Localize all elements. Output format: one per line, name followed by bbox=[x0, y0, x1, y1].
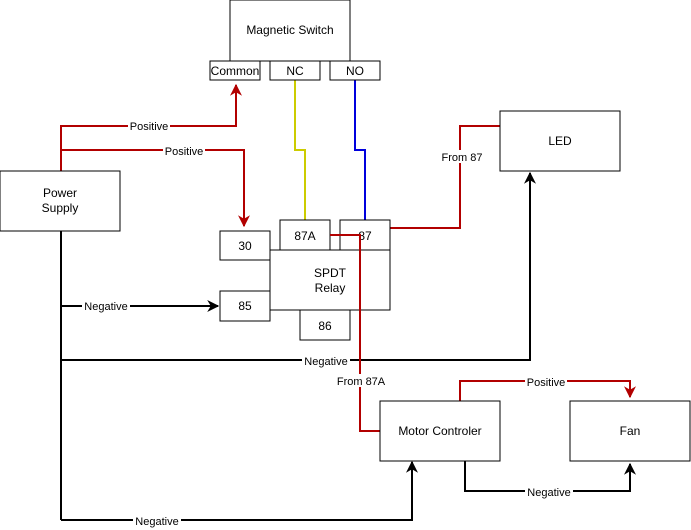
wire-nc-to-87a bbox=[294, 80, 306, 220]
relay-box bbox=[269, 249, 391, 311]
power-supply-box bbox=[0, 170, 121, 232]
pin-30-box bbox=[219, 230, 271, 261]
nc-label: NC bbox=[286, 64, 304, 78]
pin-87a-label: 87A bbox=[294, 229, 315, 243]
pin-30-label: 30 bbox=[238, 239, 252, 253]
no-terminal bbox=[329, 60, 381, 81]
edge-label-positive-common: Positive bbox=[130, 121, 169, 133]
wire-no-to-87 bbox=[354, 80, 366, 220]
relay-label-line2: Relay bbox=[315, 281, 346, 295]
pin-85-box bbox=[219, 290, 271, 322]
pin-87a-box bbox=[279, 219, 331, 251]
edge-label-positive-fan: Positive bbox=[527, 377, 566, 389]
motor-controller-box bbox=[379, 400, 501, 462]
edge-label-from-87a: From 87A bbox=[337, 376, 386, 388]
fan-label: Fan bbox=[620, 424, 641, 438]
magnetic-switch-label: Magnetic Switch bbox=[246, 23, 333, 37]
edge-label-from-87: From 87 bbox=[442, 152, 483, 164]
motor-controller-label: Motor Controler bbox=[398, 424, 481, 438]
pin-86-box bbox=[299, 309, 351, 341]
pin-85-label: 85 bbox=[238, 299, 252, 313]
common-label: Common bbox=[211, 64, 260, 78]
led-box bbox=[499, 110, 621, 172]
power-supply-label-line2: Supply bbox=[42, 201, 79, 215]
common-terminal bbox=[209, 60, 261, 81]
wire-negative-to-motor bbox=[61, 460, 418, 521]
wire-positive-to-30 bbox=[61, 149, 250, 228]
pin-87-label: 87 bbox=[358, 229, 372, 243]
wire-87a-crossing bbox=[330, 234, 361, 340]
relay-label-line1: SPDT bbox=[314, 266, 347, 280]
edge-label-negative-fan: Negative bbox=[527, 487, 570, 499]
nc-terminal bbox=[269, 60, 321, 81]
edge-label-negative-led: Negative bbox=[304, 356, 347, 368]
wire-negative-to-led bbox=[61, 171, 536, 361]
edge-label-negative-motor: Negative bbox=[135, 516, 178, 528]
pin-86-label: 86 bbox=[318, 319, 332, 333]
power-supply-label-line1: Power bbox=[43, 186, 77, 200]
wire-87-to-led bbox=[390, 125, 500, 229]
magnetic-switch-box bbox=[229, 0, 351, 62]
led-label: LED bbox=[548, 134, 572, 148]
edge-label-negative-85: Negative bbox=[84, 301, 127, 313]
fan-box bbox=[569, 400, 691, 462]
no-label: NO bbox=[346, 64, 364, 78]
edge-label-positive-30: Positive bbox=[165, 146, 204, 158]
